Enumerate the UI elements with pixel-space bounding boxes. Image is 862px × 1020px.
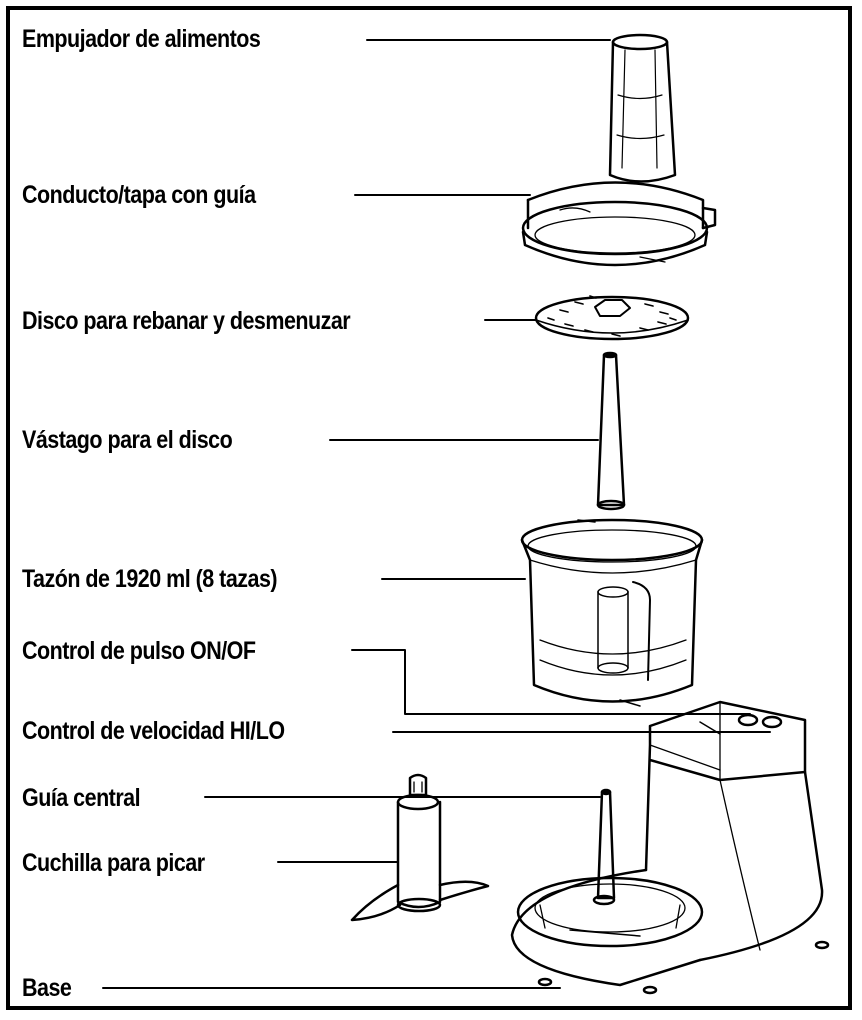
label-disc: Disco para rebanar y desmenuzar [22,307,351,335]
label-disc-stem: Vástago para el disco [22,426,233,454]
leader-lines [102,39,771,989]
disc-drawing [534,295,690,341]
label-feed-tube-lid: Conducto/tapa con guía [22,181,256,209]
label-speed-control: Control de velocidad HI/LO [22,717,285,745]
label-bowl: Tazón de 1920 ml (8 tazas) [22,565,278,593]
label-food-pusher: Empujador de alimentos [22,25,261,53]
bowl-drawing [520,518,704,707]
disc-stem-drawing [596,351,626,511]
label-pulse-control: Control de pulso ON/OF [22,637,256,665]
chopping-blade-drawing [350,773,490,922]
label-center-guide: Guía central [22,784,141,812]
food-pusher-drawing [608,33,677,183]
base-drawing [510,700,830,995]
label-chopping-blade: Cuchilla para picar [22,849,205,877]
leader-pulse-control [351,649,751,715]
label-base: Base [22,974,72,1002]
diagram-frame [6,6,852,1010]
lid-drawing [521,181,717,267]
